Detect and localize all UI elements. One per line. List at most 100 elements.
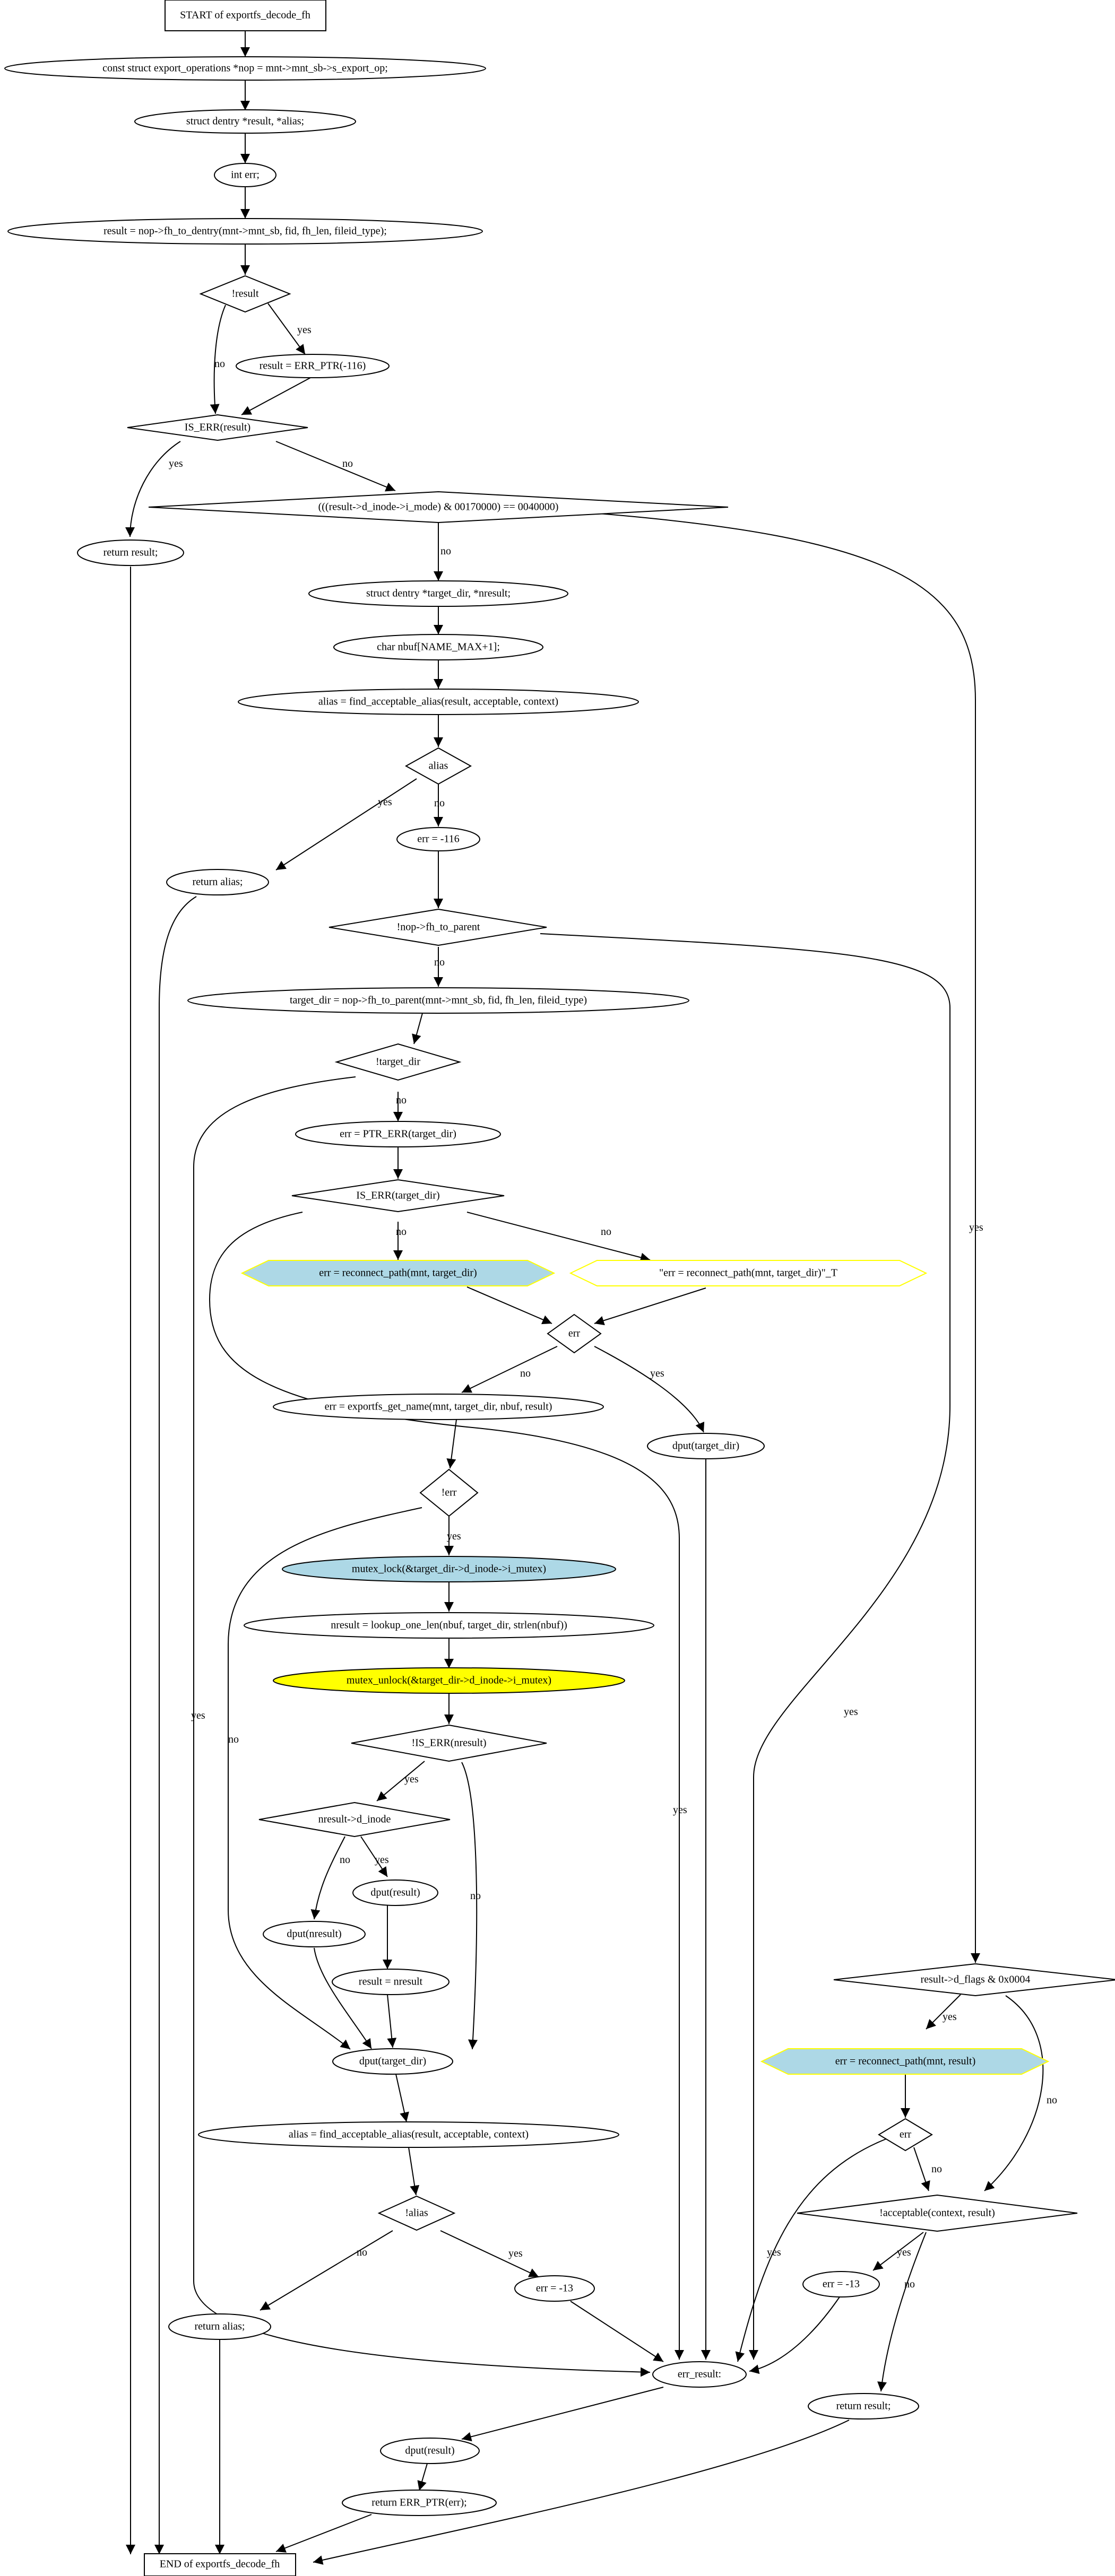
result-alias-decl-node: struct dentry *result, *alias; bbox=[134, 109, 356, 134]
edge-label-yes: yes bbox=[404, 1773, 419, 1785]
return-err-ptr-node: return ERR_PTR(err); bbox=[342, 2490, 497, 2516]
reconnect-path-target-label: err = reconnect_path(mnt, target_dir) bbox=[319, 1267, 477, 1279]
edge-returnerrptr-end bbox=[275, 2514, 372, 2553]
err-116-node: err = -116 bbox=[396, 827, 480, 851]
edges bbox=[125, 31, 1044, 2565]
alias-decision: alias bbox=[404, 747, 472, 785]
result-alias-decl-label: struct dentry *result, *alias; bbox=[186, 116, 304, 127]
not-result-decision: !result bbox=[199, 275, 291, 313]
edge-errptr-iserr bbox=[241, 377, 311, 415]
exportfs-get-name-node: err = exportfs_get_name(mnt, target_dir,… bbox=[273, 1394, 604, 1420]
not-alias-label: !alias bbox=[405, 2207, 428, 2219]
mutex-unlock-node: mutex_unlock(&target_dir->d_inode->i_mut… bbox=[273, 1667, 625, 1694]
dput-target-dir-label-1: dput(target_dir) bbox=[672, 1440, 739, 1452]
return-result-node-2: return result; bbox=[808, 2393, 919, 2420]
nop-assignment-label: const struct export_operations *nop = mn… bbox=[102, 63, 388, 74]
err-13-node-2: err = -13 bbox=[802, 2271, 880, 2297]
edge-label-yes: yes bbox=[767, 2247, 781, 2258]
edge-label-no: no bbox=[434, 797, 445, 809]
edge-findalias2-notalias bbox=[408, 2147, 420, 2196]
reconnect-path-result-label: err = reconnect_path(mnt, result) bbox=[835, 2056, 976, 2067]
return-result-label-2: return result; bbox=[836, 2400, 891, 2412]
err-decision-2: err bbox=[878, 2118, 933, 2152]
nbuf-decl-label: char nbuf[NAME_MAX+1]; bbox=[377, 641, 500, 653]
d-flags-label: result->d_flags & 0x0004 bbox=[921, 1974, 1031, 1986]
find-alias-node-1: alias = find_acceptable_alias(result, ac… bbox=[238, 689, 639, 715]
err-decl-label: int err; bbox=[231, 169, 260, 181]
edge-dputresult2-returnerrptr bbox=[417, 2463, 428, 2491]
err-ptr-116-node: result = ERR_PTR(-116) bbox=[236, 354, 390, 378]
edge-aliasq-yes bbox=[275, 778, 417, 871]
not-is-err-nresult-label: !IS_ERR(nresult) bbox=[411, 1737, 486, 1749]
edge-label-yes: yes bbox=[508, 2248, 523, 2259]
edge-label-no: no bbox=[340, 1854, 350, 1866]
nresult-d-inode-label: nresult->d_inode bbox=[318, 1814, 391, 1825]
edge-notalias-no bbox=[260, 2230, 393, 2311]
edge-iserrtarget-yes bbox=[209, 1212, 684, 2360]
edge-isdir-yes bbox=[578, 511, 980, 1963]
edge-iserrtarget-no2 bbox=[466, 1212, 651, 1263]
edge-label-yes: yes bbox=[969, 1222, 983, 1233]
edge-errq1-no bbox=[461, 1346, 558, 1393]
dput-result-node-2: dput(result) bbox=[380, 2438, 480, 2464]
dput-result-label: dput(result) bbox=[370, 1887, 420, 1899]
edge-label-no: no bbox=[342, 458, 353, 469]
edge-label-yes: yes bbox=[650, 1368, 664, 1379]
edge-label-yes: yes bbox=[943, 2011, 957, 2023]
edge-errresult-dputresult2 bbox=[461, 2387, 664, 2442]
err-decision-label-1: err bbox=[568, 1328, 581, 1339]
result-eq-nresult-node: result = nresult bbox=[332, 1969, 450, 1995]
nresult-d-inode-decision: nresult->d_inode bbox=[258, 1802, 451, 1838]
no-fh-to-parent-decision: !nop->fh_to_parent bbox=[329, 908, 547, 946]
alias-decision-label: alias bbox=[429, 760, 448, 772]
find-alias-label-1: alias = find_acceptable_alias(result, ac… bbox=[318, 696, 558, 708]
edge-label-yes: yes bbox=[897, 2247, 911, 2258]
not-err-decision: !err bbox=[419, 1468, 479, 1517]
edge-returnalias1-end bbox=[154, 896, 197, 2554]
edge-iserr-yes bbox=[125, 441, 181, 537]
return-alias-label-1: return alias; bbox=[193, 876, 243, 888]
err-13-label-1: err = -13 bbox=[536, 2283, 573, 2294]
edge-label-no: no bbox=[214, 358, 225, 370]
not-acceptable-decision: !acceptable(context, result) bbox=[797, 2194, 1078, 2232]
dput-target-dir-node-2: dput(target_dir) bbox=[332, 2048, 453, 2075]
edge-label-no: no bbox=[228, 1734, 239, 1745]
dput-target-dir-node-1: dput(target_dir) bbox=[647, 1433, 765, 1459]
edge-nresultinode-yes bbox=[360, 1836, 388, 1877]
return-result-node-1: return result; bbox=[77, 539, 184, 566]
start-node: START of exportfs_decode_fh bbox=[165, 0, 326, 31]
not-target-dir-label: !target_dir bbox=[376, 1056, 420, 1068]
edge-dputnresult-dputtarget2 bbox=[314, 1947, 372, 2049]
edge-label-no: no bbox=[440, 545, 451, 557]
err-decision-label-2: err bbox=[900, 2129, 912, 2140]
nop-assignment-node: const struct export_operations *nop = mn… bbox=[4, 56, 486, 81]
edge-notiserr-no bbox=[461, 1762, 478, 2050]
err-decl-node: int err; bbox=[214, 163, 276, 187]
lookup-one-len-label: nresult = lookup_one_len(nbuf, target_di… bbox=[331, 1620, 567, 1631]
target-nresult-decl-node: struct dentry *target_dir, *nresult; bbox=[308, 580, 568, 607]
mutex-unlock-label: mutex_unlock(&target_dir->d_inode->i_mut… bbox=[347, 1675, 551, 1686]
edge-errq2-yes bbox=[735, 2138, 887, 2362]
edge-label-no: no bbox=[434, 956, 445, 968]
edge-labels: yes no yes no no yes yes no no yes no ye… bbox=[169, 324, 1057, 2290]
edge-notiserr-yes bbox=[376, 1761, 425, 1802]
edge-label-no: no bbox=[357, 2247, 367, 2258]
is-err-target-label: IS_ERR(target_dir) bbox=[356, 1190, 439, 1202]
edge-getname-noterr bbox=[446, 1419, 457, 1469]
edge-label-no: no bbox=[520, 1368, 531, 1379]
edge-label-no: no bbox=[396, 1226, 407, 1238]
no-fh-to-parent-label: !nop->fh_to_parent bbox=[397, 921, 480, 933]
fh-to-parent-label: target_dir = nop->fh_to_parent(mnt->mnt_… bbox=[290, 995, 587, 1006]
reconnect-path-target-t-label: "err = reconnect_path(mnt, target_dir)"_… bbox=[659, 1267, 837, 1279]
edge-errq2-no bbox=[913, 2147, 930, 2191]
edge-dflags-no bbox=[984, 1995, 1044, 2191]
edge-label-yes: yes bbox=[297, 324, 312, 336]
is-err-result-decision: IS_ERR(result) bbox=[127, 414, 308, 441]
not-result-label: !result bbox=[231, 288, 259, 300]
edge-label-yes: yes bbox=[375, 1854, 389, 1866]
not-is-err-nresult-decision: !IS_ERR(nresult) bbox=[351, 1724, 547, 1762]
edge-label-no: no bbox=[601, 1226, 611, 1238]
fh-to-dentry-label: result = nop->fh_to_dentry(mnt->mnt_sb, … bbox=[103, 225, 387, 237]
find-alias-node-2: alias = find_acceptable_alias(result, ac… bbox=[198, 2121, 619, 2148]
dput-result-label-2: dput(result) bbox=[405, 2445, 454, 2457]
